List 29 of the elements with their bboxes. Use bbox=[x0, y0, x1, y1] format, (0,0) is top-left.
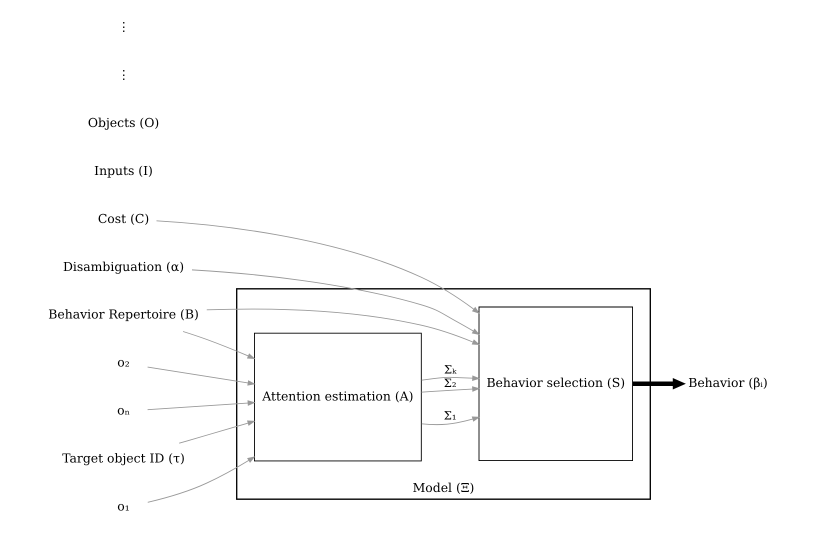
node-box: Attention estimation (A) bbox=[254, 332, 422, 462]
node-text: Behavior (βᵢ) bbox=[688, 375, 768, 390]
arrow bbox=[421, 416, 480, 426]
node-text: o₂ bbox=[117, 354, 130, 370]
arrow bbox=[206, 308, 480, 346]
arrow bbox=[421, 375, 480, 381]
label: ⋮ bbox=[118, 67, 130, 82]
arrow bbox=[147, 366, 256, 386]
edge-label: Σₖ bbox=[444, 362, 456, 376]
arrow bbox=[420, 386, 480, 393]
arrow bbox=[147, 400, 256, 410]
node-box: Behavior selection (S) bbox=[478, 306, 633, 461]
edge-label: Σ₁ bbox=[444, 408, 457, 423]
label: Objects (O) bbox=[88, 115, 160, 130]
node-text: Target object ID (τ) bbox=[62, 450, 185, 466]
arrow bbox=[182, 331, 256, 360]
node-text: oₙ bbox=[117, 402, 130, 418]
node-text: o₁ bbox=[117, 498, 130, 514]
arrow bbox=[632, 378, 686, 390]
node-text: Disambiguation (α) bbox=[62, 258, 184, 274]
arrow bbox=[156, 220, 480, 314]
label: ⋮ bbox=[118, 19, 130, 34]
arrow bbox=[192, 269, 480, 336]
node-text: Behavior Repertoire (B) bbox=[48, 306, 199, 322]
edge-label: Σ₂ bbox=[444, 376, 457, 390]
node-text: Cost (C) bbox=[98, 210, 150, 226]
arrow bbox=[147, 456, 256, 503]
label: Inputs (I) bbox=[94, 162, 153, 178]
arrow bbox=[178, 420, 256, 444]
